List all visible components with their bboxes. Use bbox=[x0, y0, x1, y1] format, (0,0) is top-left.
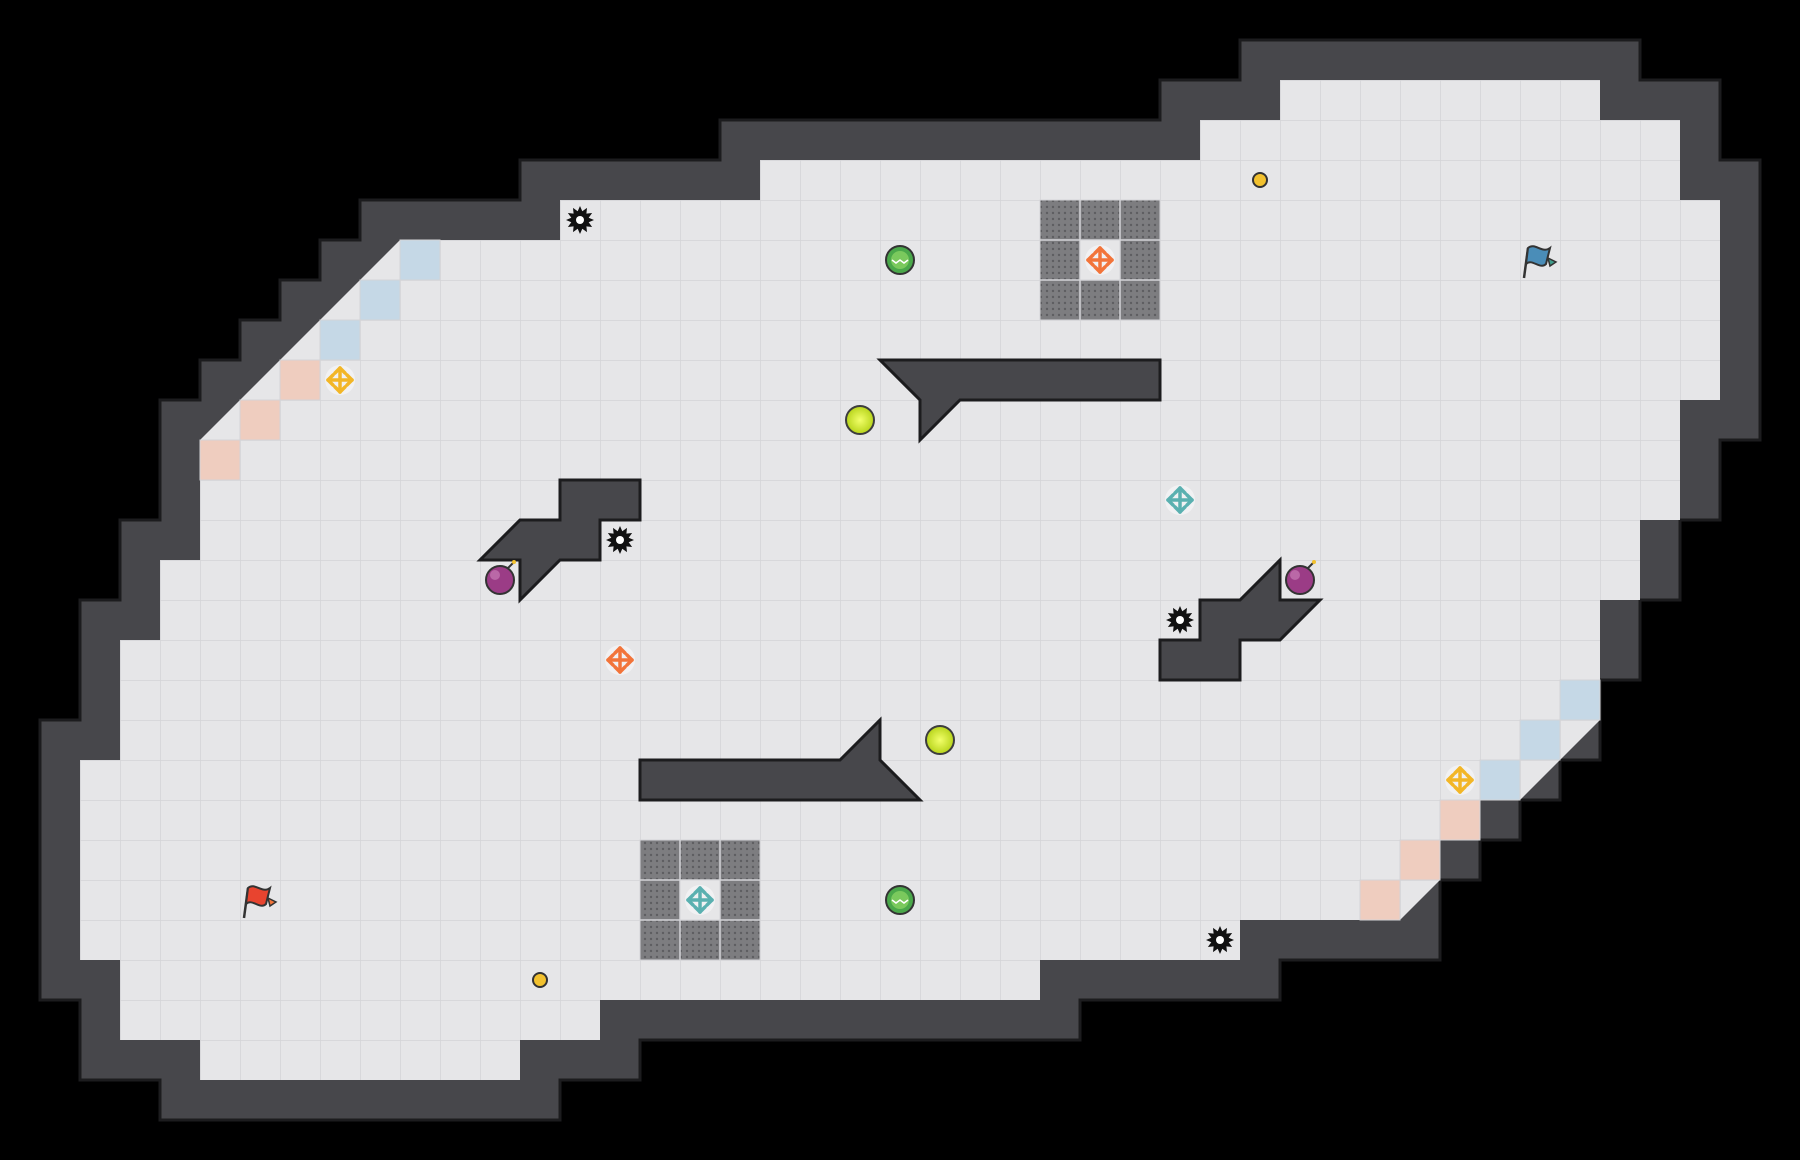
inner-wall-left bbox=[476, 478, 642, 604]
spike-icon[interactable] bbox=[606, 526, 634, 554]
yellow-arrows-icon[interactable] bbox=[1445, 765, 1475, 795]
orange-arrows-icon[interactable] bbox=[1085, 245, 1115, 275]
speed-pad-1[interactable] bbox=[845, 405, 875, 435]
spike-icon[interactable] bbox=[566, 206, 594, 234]
purple-bomb-icon-2[interactable] bbox=[1285, 560, 1316, 595]
arena-floor bbox=[80, 80, 1720, 1080]
yellow-button-bottom[interactable] bbox=[532, 972, 548, 988]
red-team-tiles-bottom bbox=[1359, 799, 1481, 921]
inner-wall-right bbox=[1158, 556, 1324, 682]
orange-arrows-icon[interactable] bbox=[605, 645, 635, 675]
blue-team-tiles-top bbox=[319, 239, 441, 361]
spike-icon[interactable] bbox=[1206, 926, 1234, 954]
purple-bomb-icon[interactable] bbox=[485, 560, 516, 595]
inner-wall-bottom-center bbox=[638, 716, 924, 802]
speed-pad-2[interactable] bbox=[925, 725, 955, 755]
teal-arrows-icon[interactable] bbox=[1165, 485, 1195, 515]
spikes bbox=[566, 206, 1234, 954]
teal-arrows-icon[interactable] bbox=[685, 885, 715, 915]
powerup-2[interactable] bbox=[885, 885, 915, 915]
spike-icon[interactable] bbox=[1166, 606, 1194, 634]
blue-flag-icon[interactable] bbox=[1522, 245, 1558, 279]
portal-arrows bbox=[325, 245, 1475, 915]
yellow-arrows-icon[interactable] bbox=[325, 365, 355, 395]
blue-team-tiles-bottom bbox=[1479, 679, 1601, 801]
powerup-1[interactable] bbox=[885, 245, 915, 275]
red-flag-icon[interactable] bbox=[242, 885, 278, 919]
inner-wall-top-center bbox=[876, 358, 1162, 444]
yellow-button-top[interactable] bbox=[1252, 172, 1268, 188]
red-team-tiles-top bbox=[199, 359, 321, 481]
